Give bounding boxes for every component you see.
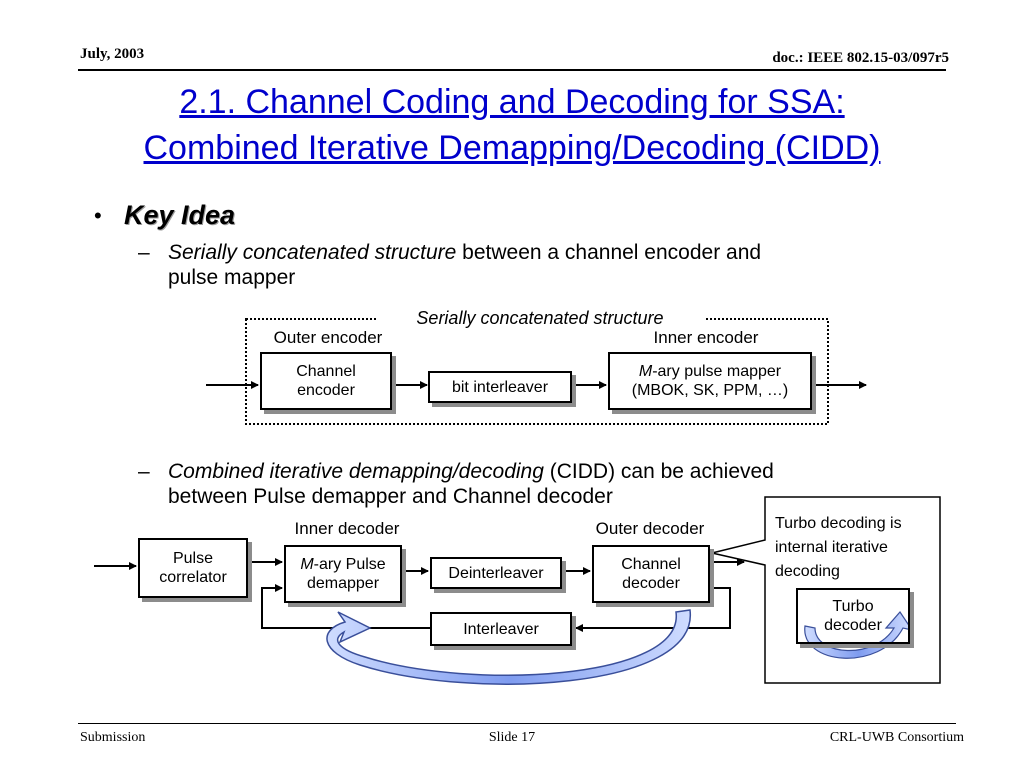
bit-interleaver-block: bit interleaver <box>428 371 572 403</box>
slide-title-line-1: 2.1. Channel Coding and Decoding for SSA… <box>179 83 845 121</box>
turbo-callout-line-1: Turbo decoding is <box>775 515 902 532</box>
pulse-demapper-line-2: demapper <box>306 575 380 592</box>
inner-decoder-label: Inner decoder <box>294 519 400 538</box>
turbo-decoder-line-2: decoder <box>824 617 882 634</box>
encoder-frame-label: Serially concatenated structure <box>376 309 704 328</box>
turbo-callout-box <box>711 496 941 684</box>
turbo-callout-line-3: decoding <box>775 563 840 580</box>
sub-item-2-dash: – <box>138 460 150 483</box>
outer-decoder-label: Outer decoder <box>595 519 705 538</box>
pulse-demapper-line-1: M-ary Pulse <box>300 555 385 574</box>
sub-item-2-line-1: Combined iterative demapping/decoding (C… <box>168 460 774 484</box>
sub-item-2-italic: Combined iterative demapping/decoding <box>168 460 544 483</box>
channel-decoder-line-1: Channel <box>621 556 681 573</box>
footer-left: Submission <box>80 730 146 745</box>
inner-encoder-label: Inner encoder <box>653 328 759 347</box>
pulse-demapper-line-1-rest: -ary Pulse <box>313 556 386 573</box>
iteration-arc <box>326 609 691 685</box>
sub-item-2-line-2: between Pulse demapper and Channel decod… <box>168 485 613 508</box>
interleaver-block: Interleaver <box>430 612 572 646</box>
channel-encoder-line-2: encoder <box>297 382 355 399</box>
pulse-mapper-line-1-rest: -ary pulse mapper <box>652 363 782 380</box>
channel-decoder-block: Channel decoder <box>592 545 710 603</box>
slide-title-line-2: Combined Iterative Demapping/Decoding (C… <box>143 129 881 167</box>
turbo-callout-line-2: internal iterative <box>775 539 888 556</box>
sub-item-1-italic: Serially concatenated structure <box>168 241 457 264</box>
pulse-correlator-line-2: correlator <box>159 569 227 586</box>
footer-rule <box>78 723 956 724</box>
encoder-frame <box>245 318 829 425</box>
channel-encoder-block: Channel encoder <box>260 352 392 410</box>
pulse-demapper-block: M-ary Pulse demapper <box>284 545 402 603</box>
key-idea-heading: Key Idea <box>124 200 236 230</box>
channel-encoder-line-1: Channel <box>296 363 356 380</box>
header-rule <box>78 69 946 71</box>
header-date: July, 2003 <box>80 46 145 62</box>
sub-item-1-line-1: Serially concatenated structure between … <box>168 241 761 265</box>
sub-item-2-rest: (CIDD) can be achieved <box>543 460 774 483</box>
channel-decoder-line-2: decoder <box>622 575 680 592</box>
footer-right: CRL-UWB Consortium <box>829 730 964 745</box>
sub-item-1-rest: between a channel encoder and <box>456 241 762 264</box>
sub-item-1-dash: – <box>138 241 150 264</box>
turbo-decoder-line-1: Turbo <box>832 598 874 615</box>
pulse-mapper-m: M <box>638 363 653 380</box>
header-doc-id: doc.: IEEE 802.15-03/097r5 <box>772 50 949 66</box>
pulse-mapper-line-1: M-ary pulse mapper <box>639 362 781 381</box>
turbo-callout-text: Turbo decoding is internal iterative dec… <box>775 512 902 584</box>
sub-item-1-line-2: pulse mapper <box>168 266 296 289</box>
pulse-mapper-block: M-ary pulse mapper (MBOK, SK, PPM, …) <box>608 352 812 410</box>
outer-encoder-label: Outer encoder <box>273 328 383 347</box>
pulse-mapper-line-2: (MBOK, SK, PPM, …) <box>631 382 789 399</box>
turbo-loop-arc <box>804 611 914 659</box>
deinterleaver-block: Deinterleaver <box>430 557 562 589</box>
footer-slide-number: Slide 17 <box>488 730 536 745</box>
turbo-decoder-block: Turbo decoder <box>796 588 910 644</box>
bullet-marker: • <box>94 203 102 228</box>
pulse-correlator-line-1: Pulse <box>172 550 214 567</box>
pulse-demapper-m: M <box>300 556 314 573</box>
pulse-correlator-block: Pulse correlator <box>138 538 248 598</box>
